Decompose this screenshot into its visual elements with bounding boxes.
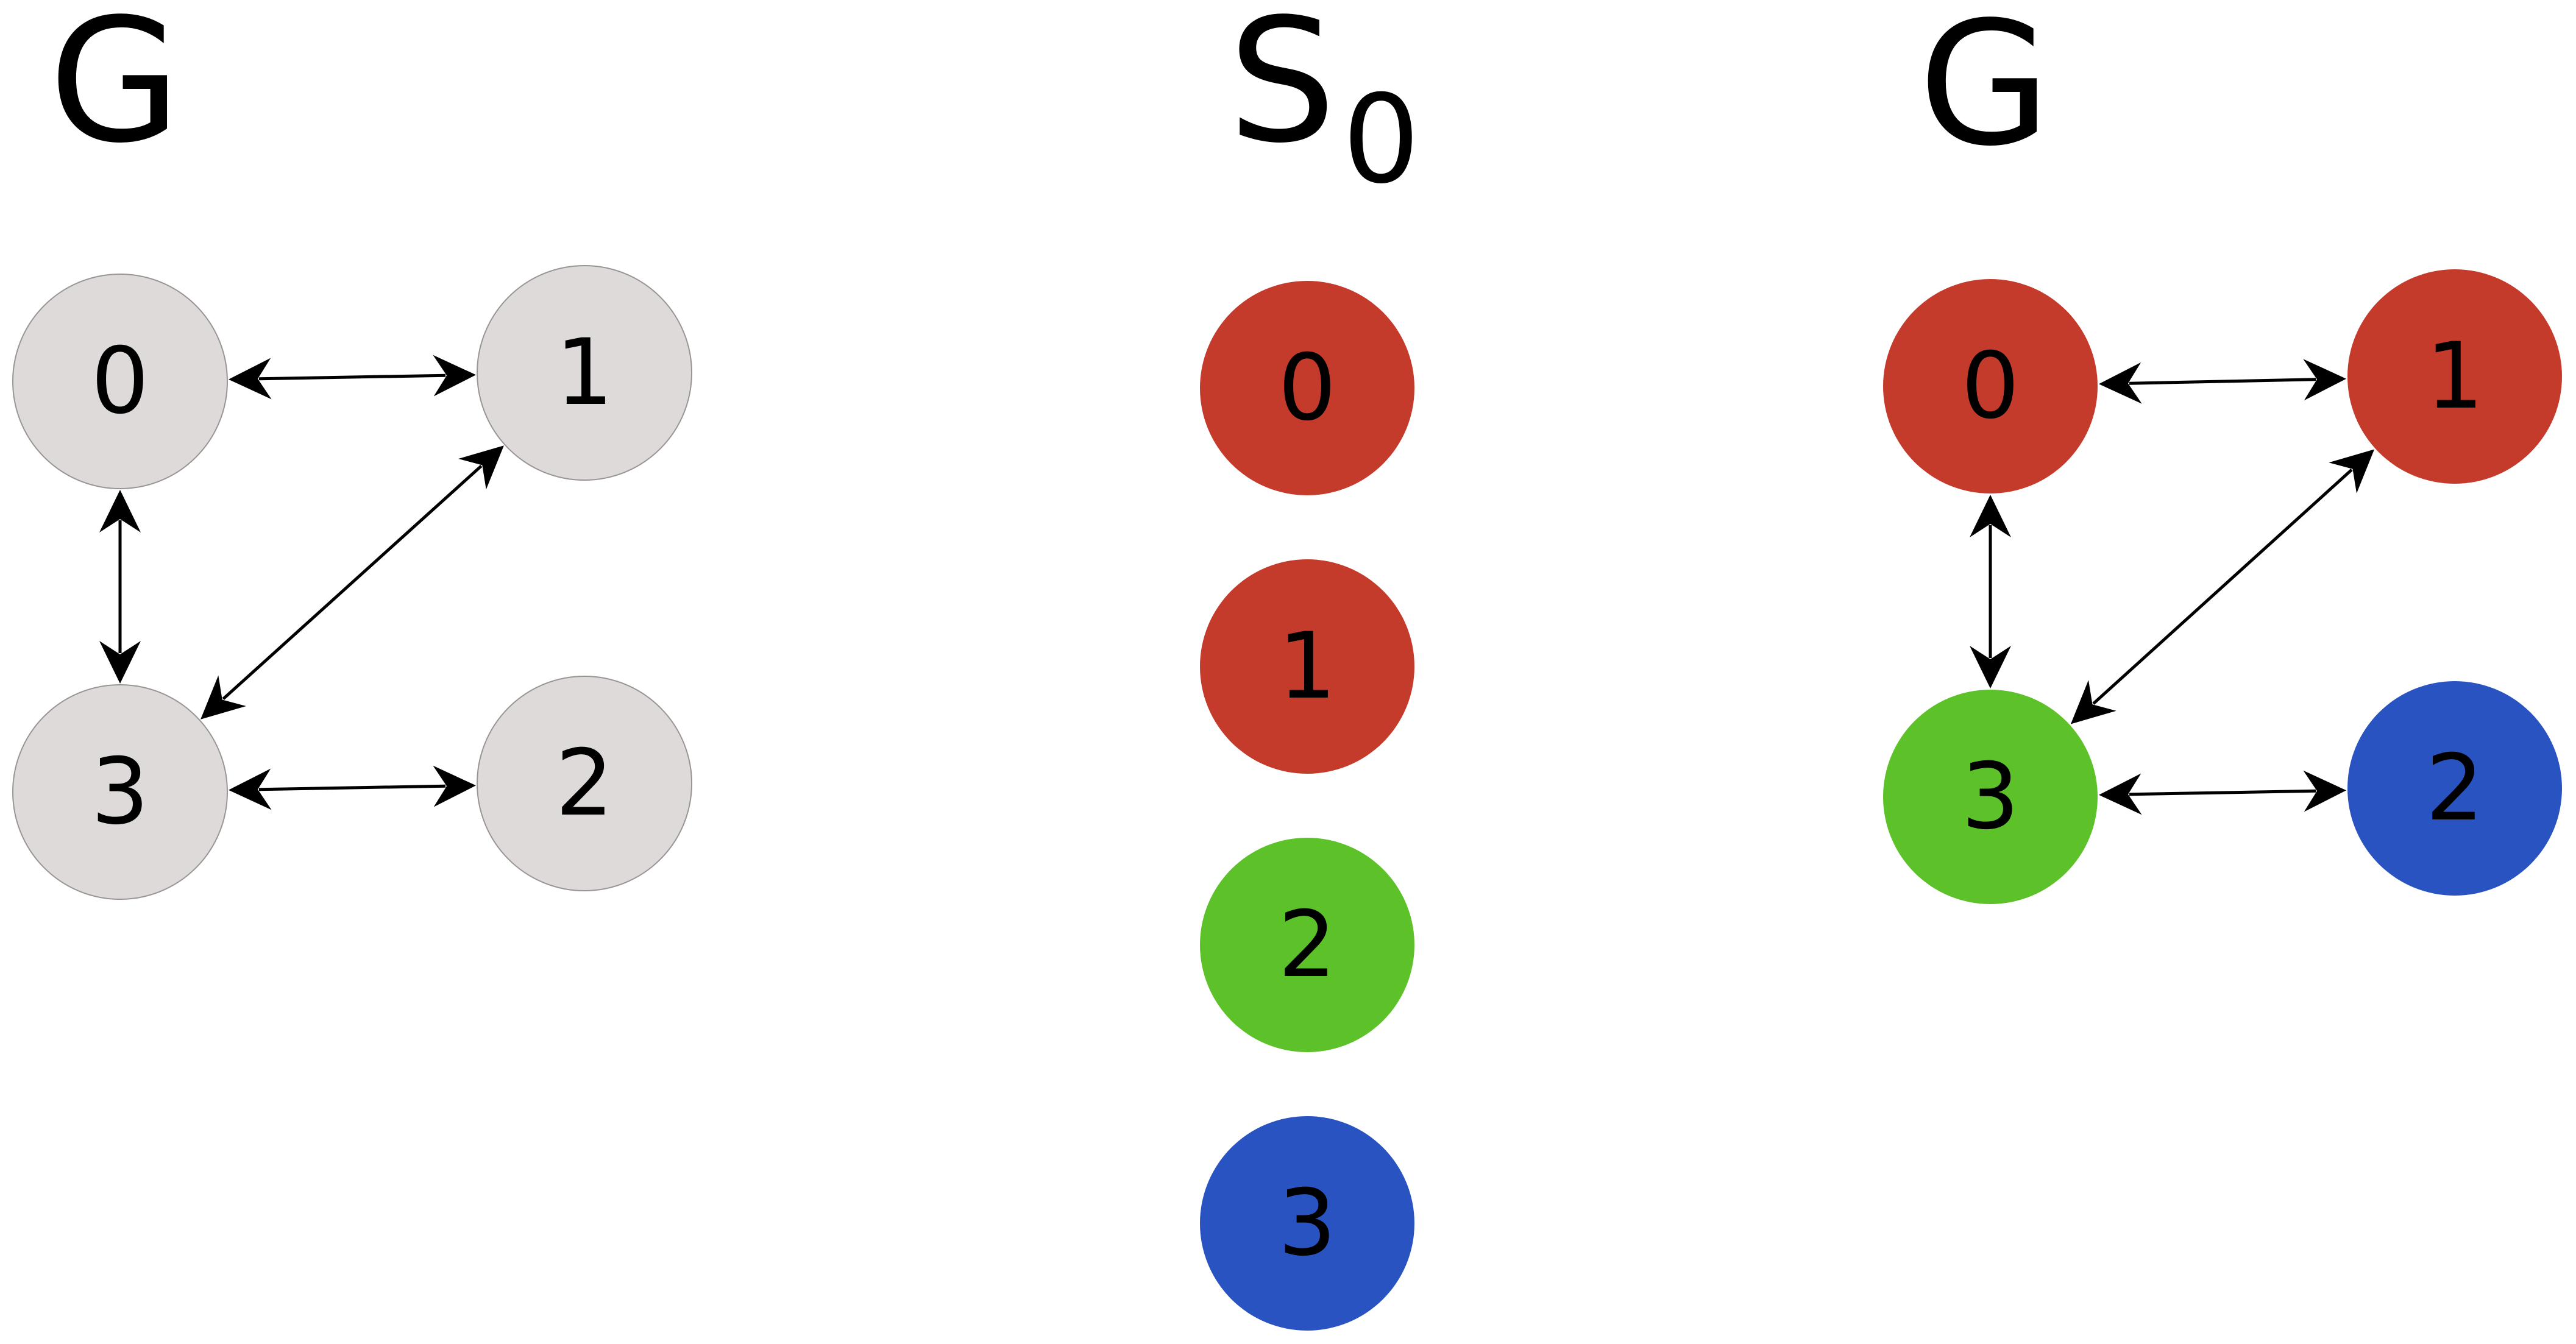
left-graph-node-3: 3 (12, 684, 228, 900)
right-graph-edge-1-3 (2070, 449, 2375, 724)
right-graph-node-1-circle (2347, 269, 2562, 484)
right-graph-edge-1-3-line (2092, 469, 2353, 705)
right-graph-edge-0-3 (1970, 495, 2011, 688)
stack-item-0: 0 (1200, 281, 1414, 495)
right-graph-edge-1-3-arrow-head-end (2070, 680, 2117, 724)
right-graph-node-2-circle (2347, 681, 2562, 896)
right-graph-edge-3-2 (2099, 770, 2346, 815)
edges-layer (99, 355, 2375, 815)
left-graph-node-2: 2 (477, 676, 692, 891)
left-graph-edge-1-3-line (222, 464, 483, 701)
stack-title-subscript: 0 (1343, 69, 1420, 211)
left-graph-edge-3-2-line (258, 784, 446, 791)
right-graph-node-1-label: 1 (2425, 324, 2483, 430)
right-graph-edge-3-2-line (2129, 789, 2316, 796)
right-graph-edge-0-3-arrow-head-end (1970, 646, 2011, 688)
left-graph-edge-3-2 (229, 765, 476, 810)
left-graph-edge-1-3-arrow-head-end (200, 675, 246, 720)
stack-title: S0 (1228, 0, 1420, 211)
left-graph-edge-0-1-arrow-head-end (433, 355, 476, 397)
left-graph-node-1-label: 1 (555, 320, 613, 426)
right-graph-node-1: 1 (2347, 269, 2562, 484)
right-graph-edge-0-1 (2099, 359, 2346, 404)
left-graph-edge-3-2-arrow-head-end (433, 765, 476, 807)
left-graph-node-3-label: 3 (91, 739, 149, 845)
left-graph-edge-1-3-arrow-head-start (458, 445, 504, 490)
nodes-layer: 0 1 2 3 0 1 2 3 0 1 2 3 (12, 265, 2562, 1331)
left-graph-node-2-label: 2 (555, 730, 613, 836)
left-graph-edge-0-1-line (258, 373, 446, 381)
right-graph-edge-3-2-arrow-head-end (2303, 770, 2346, 812)
right-graph-edge-0-3-arrow-head-start (1970, 495, 2011, 537)
right-graph-node-2-label: 2 (2425, 735, 2483, 841)
left-graph-node-1: 1 (477, 265, 692, 481)
right-graph-edge-3-2-arrow-head-start (2099, 773, 2142, 815)
right-graph-node-0: 0 (1883, 279, 2098, 493)
left-graph-edge-0-1-arrow-head-start (229, 358, 272, 400)
stack-item-1: 1 (1200, 559, 1414, 774)
right-graph-node-2: 2 (2347, 681, 2562, 896)
stack-item-2-label: 2 (1278, 892, 1336, 998)
stack-item-3: 3 (1200, 1116, 1414, 1331)
left-graph-node-0-circle (12, 274, 228, 489)
left-graph-edge-0-3-arrow-head-start (99, 490, 141, 532)
left-graph-node-1-circle (477, 265, 692, 481)
left-graph-node-0: 0 (12, 274, 228, 489)
right-graph-edge-0-1-arrow-head-start (2099, 362, 2142, 404)
stack-item-2-circle (1200, 838, 1414, 1052)
left-graph-node-2-circle (477, 676, 692, 891)
left-graph-title: G (49, 0, 181, 181)
right-graph-edge-0-1-arrow-head-end (2303, 359, 2346, 401)
left-graph-edge-3-2-arrow-head-start (229, 768, 272, 810)
right-graph-edge-1-3-arrow-head-start (2329, 449, 2375, 493)
stack-item-3-label: 3 (1278, 1170, 1336, 1276)
stack-item-1-circle (1200, 559, 1414, 774)
stack-title-letter: S (1228, 0, 1336, 181)
right-graph-edge-0-1-line (2129, 378, 2316, 385)
right-graph-node-3-label: 3 (1961, 744, 2019, 850)
stack-item-3-circle (1200, 1116, 1414, 1331)
right-graph-node-3-circle (1883, 690, 2098, 904)
stack-item-0-circle (1200, 281, 1414, 495)
left-graph-edge-0-1 (229, 355, 476, 400)
left-graph-edge-1-3 (200, 445, 504, 720)
left-graph-edge-0-3 (99, 490, 141, 684)
right-graph-node-3: 3 (1883, 690, 2098, 904)
stack-item-0-label: 0 (1278, 335, 1336, 441)
right-graph-node-0-circle (1883, 279, 2098, 493)
right-graph-node-0-label: 0 (1961, 333, 2019, 439)
left-graph-node-0-label: 0 (91, 328, 149, 434)
stack-item-1-label: 1 (1278, 614, 1336, 720)
right-graph-title: G (1918, 0, 2051, 184)
stack-item-2: 2 (1200, 838, 1414, 1052)
left-graph-edge-0-3-arrow-head-end (99, 641, 141, 684)
left-graph-node-3-circle (12, 684, 228, 900)
